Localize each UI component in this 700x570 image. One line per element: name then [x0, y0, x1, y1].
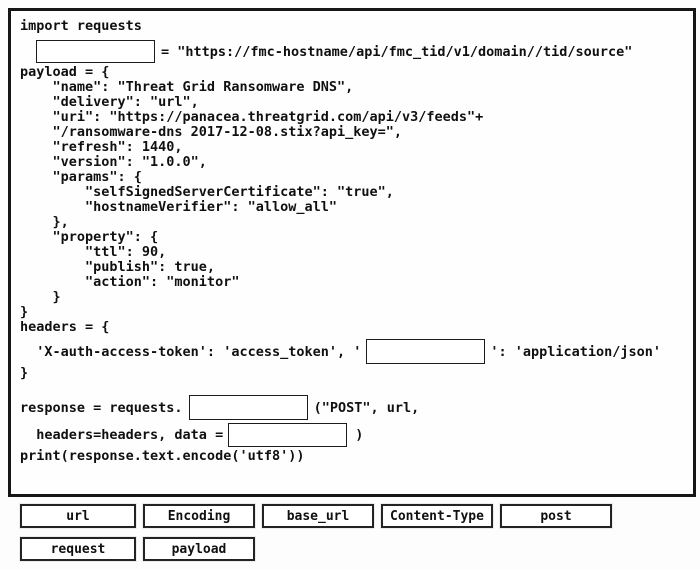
code-line: "property": { [20, 229, 159, 245]
option-base-url[interactable]: base_url [262, 504, 374, 528]
code-line: } [20, 289, 61, 305]
code-line-header-token: 'X-auth-access-token': 'access_token', '… [20, 338, 693, 365]
code-line: "publish": true, [20, 259, 216, 275]
code-line-data: headers=headers, data = ) [20, 422, 693, 448]
code-line-import: import requests [20, 18, 142, 34]
code-line: "name": "Threat Grid Ransomware DNS", [20, 79, 354, 95]
code-line: "action": "monitor" [20, 274, 240, 290]
option-content-type[interactable]: Content-Type [381, 504, 493, 528]
code-text-data-post: ) [355, 427, 364, 443]
blank-url-variable[interactable] [36, 40, 155, 63]
code-line-print: print(response.text.encode('utf8')) [20, 448, 305, 464]
drag-options-row-2: request payload [20, 537, 612, 561]
code-line: "/ransomware-dns 2017-12-08.stix?api_key… [20, 124, 403, 140]
code-line: payload = { [20, 64, 110, 80]
code-line: "version": "1.0.0", [20, 154, 207, 170]
code-line: "ttl": 90, [20, 244, 167, 260]
code-line: } [20, 304, 29, 320]
option-request[interactable]: request [20, 537, 136, 561]
code-text-header-post: ': 'application/json' [490, 343, 662, 360]
code-line: "params": { [20, 169, 142, 185]
option-payload[interactable]: payload [143, 537, 255, 561]
code-line: "refresh": 1440, [20, 139, 183, 155]
code-line: "delivery": "url", [20, 94, 199, 110]
code-line-url-assignment: = "https://fmc-hostname/api/fmc_tid/v1/d… [20, 38, 693, 65]
blank-header-key[interactable] [366, 339, 486, 364]
code-line: "selfSignedServerCertificate": "true", [20, 184, 394, 200]
blank-request-method[interactable] [188, 395, 308, 420]
code-panel: import requests = "https://fmc-hostname/… [8, 8, 696, 497]
code-line: "hostnameVerifier": "allow_all" [20, 199, 337, 215]
option-post[interactable]: post [500, 504, 612, 528]
code-text-response-post: ("POST", url, [313, 399, 420, 416]
code-line: "uri": "https://panacea.threatgrid.com/a… [20, 109, 484, 125]
code-text-header-pre: 'X-auth-access-token': 'access_token', ' [20, 343, 362, 360]
code-line: }, [20, 214, 69, 230]
code-line-response: response = requests. ("POST", url, [20, 394, 693, 421]
code-text-url-suffix: = "https://fmc-hostname/api/fmc_tid/v1/d… [161, 43, 633, 60]
code-text-data-pre: headers=headers, data = [20, 427, 224, 443]
blank-data-value[interactable] [228, 423, 348, 447]
code-text-response-pre: response = requests. [20, 399, 183, 416]
drag-options-row-1: url Encoding base_url Content-Type post [20, 504, 612, 528]
code-line: headers = { [20, 319, 110, 335]
option-encoding[interactable]: Encoding [143, 504, 255, 528]
code-line-headers-close: } [20, 365, 29, 381]
option-url[interactable]: url [20, 504, 136, 528]
drag-options: url Encoding base_url Content-Type post … [20, 504, 612, 570]
